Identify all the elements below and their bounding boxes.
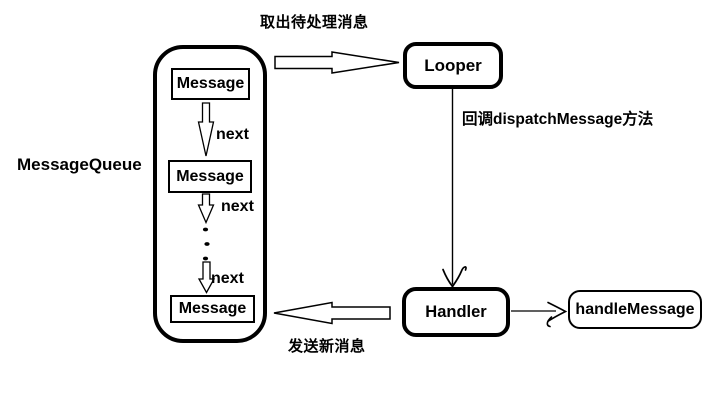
handler-to-queue-arrow bbox=[273, 301, 391, 325]
handler-to-queue-edge-label: 发送新消息 bbox=[288, 338, 366, 355]
looper-node: Looper bbox=[403, 42, 503, 89]
message-box-1-label: Message bbox=[176, 75, 245, 92]
next-label-3: next bbox=[211, 270, 244, 287]
message-box-3-label: Message bbox=[178, 300, 247, 317]
message-box-3: Message bbox=[170, 295, 255, 323]
queue-to-looper-edge-label: 取出待处理消息 bbox=[260, 14, 369, 31]
message-box-2: Message bbox=[168, 160, 252, 193]
looper-to-handler-arrowhead bbox=[442, 266, 467, 288]
looper-node-label: Looper bbox=[424, 55, 482, 75]
looper-to-handler-edge-label: 回调dispatchMessage方法 bbox=[462, 111, 654, 128]
message-box-1: Message bbox=[171, 68, 250, 100]
handle-message-node: handleMessage bbox=[568, 290, 702, 329]
next-label-1: next bbox=[216, 126, 249, 143]
message-box-2-label: Message bbox=[176, 167, 244, 185]
next-arrow-1 bbox=[197, 102, 215, 157]
next-arrow-2 bbox=[197, 193, 215, 225]
handler-node: Handler bbox=[402, 287, 510, 337]
message-queue-label: MessageQueue bbox=[17, 155, 142, 174]
ellipsis-dots-icon bbox=[202, 227, 210, 261]
message-queue-container bbox=[153, 45, 267, 343]
queue-to-looper-arrow bbox=[274, 51, 400, 74]
handler-node-label: Handler bbox=[425, 302, 487, 321]
handle-message-node-label: handleMessage bbox=[575, 300, 695, 318]
handler-to-handlemessage-arrowhead bbox=[546, 301, 568, 328]
next-arrow-3 bbox=[197, 261, 216, 294]
next-label-2: next bbox=[221, 198, 254, 215]
